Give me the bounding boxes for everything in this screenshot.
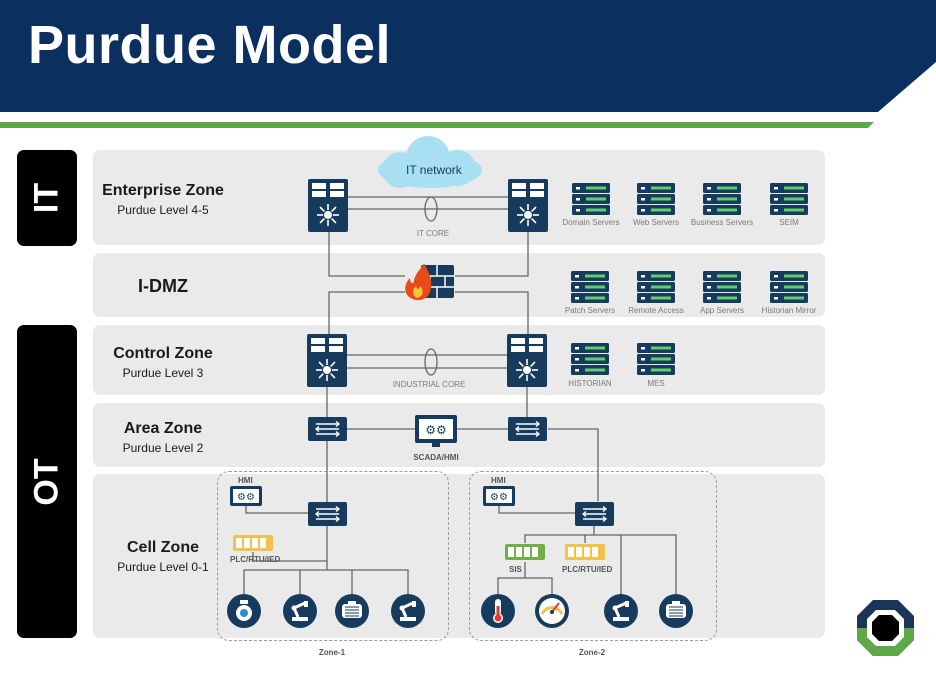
server-label-domain: Domain Servers xyxy=(562,218,620,227)
hmi-zone1-icon: ⚙⚙ xyxy=(230,486,262,506)
ot-side-box: OT xyxy=(17,325,77,638)
zone-2-box xyxy=(469,471,717,641)
scada-hmi-icon: ⚙⚙ xyxy=(415,415,457,447)
domain-server-icon xyxy=(572,183,610,215)
zone-1-label: Zone-1 xyxy=(318,648,346,657)
pump-icon xyxy=(227,594,261,628)
area-zone-band xyxy=(93,403,825,467)
scada-hmi-label: SCADA/HMI xyxy=(413,453,459,462)
sis-icon xyxy=(505,544,545,560)
zone-1-box xyxy=(217,471,449,641)
plc-zone1-label: PLC/RTU/IED xyxy=(230,555,281,564)
plc-zone1-icon xyxy=(233,535,273,551)
motor-icon xyxy=(659,594,693,628)
plc-zone2-icon xyxy=(565,544,605,560)
logo-icon xyxy=(857,600,914,656)
cell-switch-zone2-icon xyxy=(575,502,614,526)
server-label-patch: Patch Servers xyxy=(564,306,616,315)
sis-label: SIS xyxy=(509,565,522,574)
mes-server-icon xyxy=(637,343,675,375)
web-server-icon xyxy=(637,183,675,215)
it-network-label: IT network xyxy=(406,163,462,177)
historian-mirror-server-icon xyxy=(770,271,808,303)
cell-switch-zone1-icon xyxy=(308,502,347,526)
robot-arm-icon xyxy=(604,594,638,628)
robot-arm-icon xyxy=(283,594,317,628)
pressure-gauge-icon xyxy=(535,594,569,628)
industrial-core-label: INDUSTRIAL CORE xyxy=(392,380,466,389)
motor-icon xyxy=(335,594,369,628)
area-zone-level: Purdue Level 2 xyxy=(122,441,204,455)
control-zone-band xyxy=(93,325,825,395)
control-zone-level: Purdue Level 3 xyxy=(122,366,204,380)
cloud-icon xyxy=(378,136,482,188)
business-server-icon xyxy=(703,183,741,215)
server-label-historian-mirror: Historian Mirror xyxy=(761,306,817,315)
thermometer-icon xyxy=(481,594,515,628)
server-label-remote: Remote Access xyxy=(628,306,684,315)
it-core-switch-right-icon xyxy=(508,179,548,232)
industrial-core-switch-left-icon xyxy=(307,334,347,387)
control-zone-name: Control Zone xyxy=(113,345,213,362)
idmz-name: I-DMZ xyxy=(138,276,188,296)
zone-2-label: Zone-2 xyxy=(578,648,606,657)
page-title: Purdue Model xyxy=(28,15,392,75)
enterprise-zone-name: Enterprise Zone xyxy=(102,182,224,199)
server-label-seim: SEIM xyxy=(779,218,799,227)
server-label-mes: MES xyxy=(647,379,665,388)
hmi-zone1-label: HMI xyxy=(238,476,253,485)
area-switch-right-icon xyxy=(508,417,547,441)
it-core-switch-left-icon xyxy=(308,179,348,232)
header-banner xyxy=(0,0,936,128)
hmi-zone2-label: HMI xyxy=(491,476,506,485)
area-switch-left-icon xyxy=(308,417,347,441)
it-core-label: IT CORE xyxy=(416,229,450,238)
server-label-web: Web Servers xyxy=(632,218,680,227)
patch-server-icon xyxy=(571,271,609,303)
industrial-core-switch-right-icon xyxy=(507,334,547,387)
svg-text:⚙⚙: ⚙⚙ xyxy=(237,492,255,503)
enterprise-zone-level: Purdue Level 4-5 xyxy=(117,203,209,217)
it-side-box: IT xyxy=(17,150,77,246)
cell-zone-level: Purdue Level 0-1 xyxy=(117,560,209,574)
area-zone-name: Area Zone xyxy=(123,420,203,437)
plc-zone2-label: PLC/RTU/IED xyxy=(562,565,613,574)
svg-text:⚙⚙: ⚙⚙ xyxy=(425,423,447,437)
app-server-icon xyxy=(703,271,741,303)
seim-server-icon xyxy=(770,183,808,215)
robot-arm-icon xyxy=(391,594,425,628)
server-label-business: Business Servers xyxy=(690,218,754,227)
historian-server-icon xyxy=(571,343,609,375)
cell-zone-name: Cell Zone xyxy=(126,539,199,556)
server-label-app: App Servers xyxy=(699,306,745,315)
cell-zone-band xyxy=(93,474,825,638)
firewall-icon xyxy=(405,263,454,301)
server-label-historian: HISTORIAN xyxy=(568,379,612,388)
hmi-zone2-icon: ⚙⚙ xyxy=(483,486,515,506)
remote-access-server-icon xyxy=(637,271,675,303)
svg-text:⚙⚙: ⚙⚙ xyxy=(490,492,508,503)
